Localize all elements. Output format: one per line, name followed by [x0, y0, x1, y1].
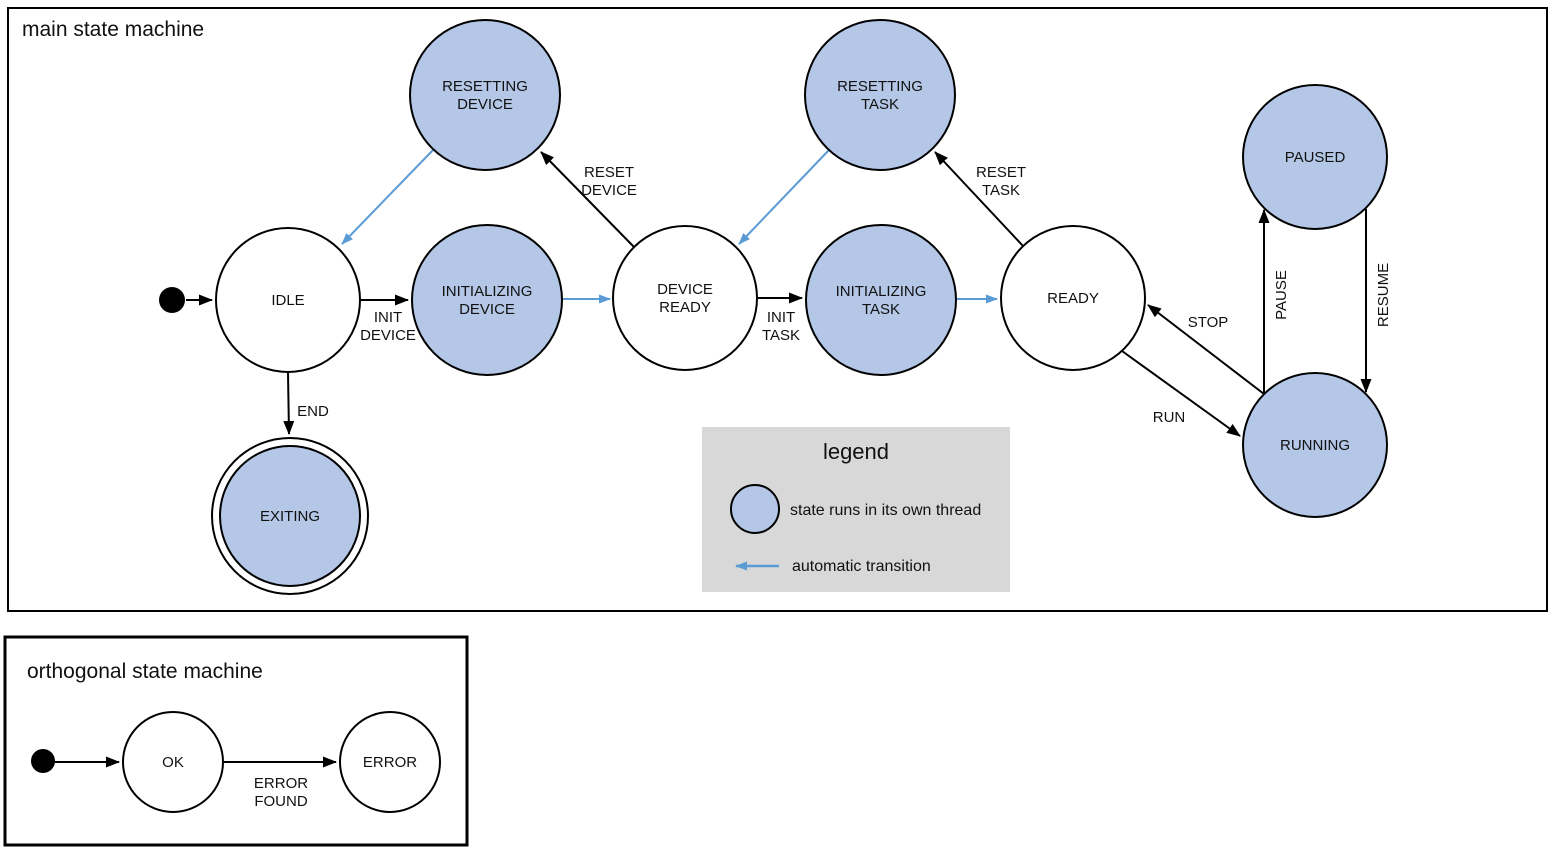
state-initializing-device-label: INITIALIZING — [442, 283, 533, 300]
main-state-machine-frame — [7, 7, 1548, 612]
transition-label-running-to-paused-pause: PAUSE — [1273, 270, 1290, 320]
state-ready-circle — [1000, 225, 1146, 371]
state-paused: PAUSED — [1242, 84, 1388, 230]
transition-label-idle-to-exiting: END — [297, 403, 329, 420]
legend-title: legend — [823, 439, 889, 464]
initial-state-main — [159, 287, 185, 313]
initial-state-orthogonal — [31, 749, 55, 773]
state-idle-circle — [215, 227, 361, 373]
state-running: RUNNING — [1242, 372, 1388, 518]
state-initializing-task-label: INITIALIZING — [836, 283, 927, 300]
state-ok-label: OK — [162, 754, 184, 771]
state-exiting-circle — [219, 445, 361, 587]
state-resetting-device-label: DEVICE — [457, 96, 513, 113]
transition-idle-to-exiting — [283, 372, 295, 435]
state-resetting-device-circle — [409, 19, 561, 171]
state-error-circle — [339, 711, 441, 813]
state-device-ready-label: READY — [659, 299, 711, 316]
state-paused-circle — [1242, 84, 1388, 230]
state-resetting-task-label: RESETTING — [837, 78, 923, 95]
state-initializing-device-circle — [411, 224, 563, 376]
transition-label-idle-to-initializing-device: DEVICE — [360, 327, 416, 344]
state-ok: OK — [122, 711, 224, 813]
orthogonal-state-machine-title: orthogonal state machine — [27, 660, 263, 683]
state-error-label: ERROR — [363, 754, 417, 771]
transition-label-ready-to-resetting-task: TASK — [982, 182, 1020, 199]
state-error: ERROR — [339, 711, 441, 813]
transition-label-paused-to-running-resume: RESUME — [1375, 263, 1392, 327]
state-ready-label: READY — [1047, 290, 1099, 307]
transition-running-to-ready-stop — [1147, 304, 1265, 395]
state-device-ready-label: DEVICE — [657, 281, 713, 298]
transition-ready-to-resetting-task — [934, 151, 1024, 247]
transition-label-ok-to-error: ERROR — [254, 775, 308, 792]
transition-label-ready-to-running-run: RUN — [1153, 409, 1186, 426]
state-resetting-task-circle — [804, 19, 956, 171]
state-idle: IDLE — [215, 227, 361, 373]
state-initializing-device-label: DEVICE — [459, 301, 515, 318]
transition-resetting-task-to-device-ready — [738, 149, 830, 245]
legend-threaded-state-icon — [730, 484, 780, 534]
transition-resetting-device-to-idle — [341, 149, 434, 245]
state-running-label: RUNNING — [1280, 437, 1350, 454]
transition-device-ready-to-resetting-device — [540, 151, 635, 248]
transition-ready-to-running-run — [1121, 350, 1241, 437]
transition-label-ready-to-resetting-task: RESET — [976, 164, 1026, 181]
state-paused-label: PAUSED — [1285, 149, 1346, 166]
state-exiting-label: EXITING — [260, 508, 320, 525]
state-ok-circle — [122, 711, 224, 813]
legend-automatic-transition-label: automatic transition — [792, 558, 931, 575]
transition-label-device-ready-to-resetting-device: RESET — [584, 164, 634, 181]
state-device-ready-circle — [612, 225, 758, 371]
main-state-machine-title: main state machine — [22, 18, 204, 41]
state-initializing-task-label: TASK — [862, 301, 900, 318]
state-running-circle — [1242, 372, 1388, 518]
state-exiting: EXITING — [211, 437, 369, 595]
legend-threaded-state-label: state runs in its own thread — [790, 502, 981, 519]
orthogonal-state-machine-frame — [3, 635, 469, 847]
state-resetting-task-label: TASK — [861, 96, 899, 113]
state-idle-label: IDLE — [271, 292, 304, 309]
transition-label-device-ready-to-resetting-device: DEVICE — [581, 182, 637, 199]
transition-label-device-ready-to-initializing-task: TASK — [762, 327, 800, 344]
state-resetting-device-label: RESETTING — [442, 78, 528, 95]
state-ready: READY — [1000, 225, 1146, 371]
transition-label-device-ready-to-initializing-task: INIT — [767, 309, 795, 326]
transition-label-running-to-ready-stop: STOP — [1188, 314, 1229, 331]
state-initializing-task-circle — [805, 224, 957, 376]
transition-label-idle-to-initializing-device: INIT — [374, 309, 402, 326]
transition-label-ok-to-error: FOUND — [254, 793, 307, 810]
